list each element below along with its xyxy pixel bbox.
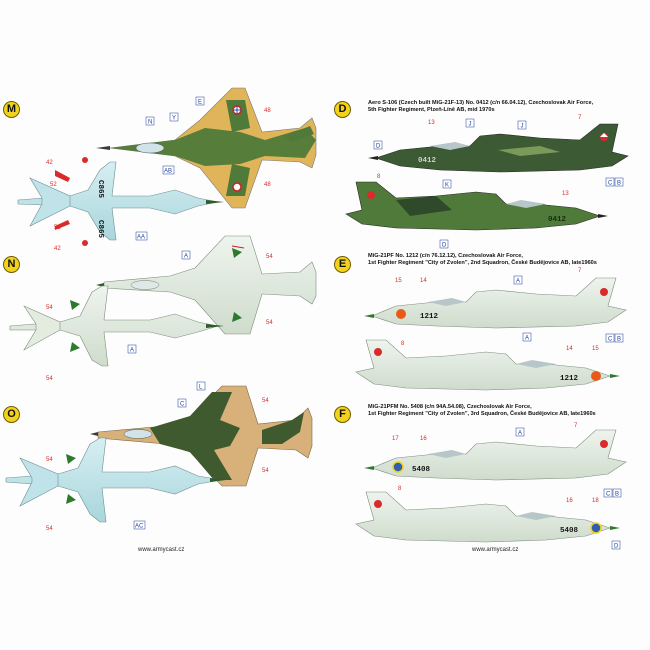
profile-d-side-view-1: 0412: [368, 123, 629, 173]
profile-badge-d: D: [334, 101, 351, 118]
svg-text:42: 42: [46, 160, 53, 166]
profile-badge-n: N: [3, 256, 20, 273]
svg-text:54: 54: [262, 398, 269, 404]
svg-text:L: L: [199, 385, 203, 391]
svg-text:17: 17: [392, 436, 399, 442]
svg-text:54: 54: [46, 457, 53, 463]
svg-text:54: 54: [46, 526, 53, 532]
svg-text:AB: AB: [164, 169, 172, 175]
serial-d2: 0412: [548, 216, 567, 224]
caption-e: MiG-21PF No. 1212 (c/n 76.12.12), Czecho…: [368, 253, 648, 267]
serial-d1: 0412: [418, 157, 437, 165]
caption-f: MiG-21PFM No. 5408 (c/n 94A.54.08), Czec…: [368, 404, 648, 418]
svg-text:B: B: [617, 337, 621, 343]
svg-text:A: A: [516, 279, 520, 285]
svg-text:7: 7: [578, 115, 582, 121]
svg-text:J: J: [521, 124, 524, 130]
serial-f2: 5408: [560, 527, 579, 535]
svg-text:16: 16: [420, 436, 427, 442]
svg-text:54: 54: [262, 468, 269, 474]
caption-f-subtitle: 1st Fighter Regiment "City of Zvolen", 3…: [368, 411, 596, 417]
svg-text:52: 52: [54, 225, 61, 231]
profile-badge-o: O: [3, 406, 20, 423]
svg-text:15: 15: [592, 346, 599, 352]
profile-e-side-view-1: 1212: [364, 277, 627, 329]
svg-text:AA: AA: [137, 235, 145, 241]
svg-text:18: 18: [592, 498, 599, 504]
profile-o-bottom-view: [5, 437, 226, 523]
serial-e1: 1212: [420, 313, 439, 321]
callouts: N E Y AB AA A A C L AC D J J K C B D A A…: [127, 96, 624, 550]
svg-text:7: 7: [578, 268, 582, 274]
svg-text:13: 13: [562, 191, 569, 197]
svg-text:C: C: [608, 337, 613, 343]
svg-text:D: D: [442, 243, 447, 249]
profile-f-side-view-2: 5408: [355, 491, 620, 543]
svg-text:E: E: [198, 100, 202, 106]
caption-d-title: Aero S-106 (Czech built MiG-21F-13) No. …: [368, 100, 594, 106]
svg-text:54: 54: [46, 305, 53, 311]
profile-e-side-view-2: 1212: [355, 339, 620, 391]
svg-text:Y: Y: [172, 116, 176, 122]
website-left[interactable]: www.armycast.cz: [138, 547, 185, 553]
profile-m-bottom-view: C865 C865: [17, 157, 224, 246]
profile-d-side-view-2: 0412: [345, 181, 608, 231]
svg-text:54: 54: [266, 320, 273, 326]
profile-o-top-view: [90, 385, 313, 487]
svg-text:C: C: [180, 402, 185, 408]
svg-text:A: A: [184, 254, 188, 260]
svg-text:A: A: [525, 336, 529, 342]
profile-badge-f: F: [334, 406, 351, 423]
svg-text:14: 14: [566, 346, 573, 352]
website-right[interactable]: www.armycast.cz: [472, 547, 519, 553]
caption-f-title: MiG-21PFM No. 5408 (c/n 94A.54.08), Czec…: [368, 404, 532, 410]
svg-text:D: D: [614, 544, 619, 550]
svg-text:8: 8: [401, 341, 405, 347]
svg-text:15: 15: [395, 278, 402, 284]
profile-m-top-view: [96, 87, 317, 209]
profile-badge-m: M: [3, 101, 20, 118]
svg-text:48: 48: [264, 182, 271, 188]
caption-d-subtitle: 5th Fighter Regiment, Plzeň-Líně AB, mid…: [368, 107, 495, 113]
caption-e-subtitle: 1st Fighter Regiment "City of Zvolen", 2…: [368, 260, 597, 266]
svg-text:48: 48: [264, 108, 271, 114]
svg-text:8: 8: [377, 174, 381, 180]
svg-text:K: K: [445, 183, 449, 189]
profile-badge-e: E: [334, 256, 351, 273]
svg-text:AC: AC: [135, 524, 144, 530]
serial-f1: 5408: [412, 466, 431, 474]
caption-d: Aero S-106 (Czech built MiG-21F-13) No. …: [368, 100, 648, 114]
svg-text:14: 14: [420, 278, 427, 284]
svg-text:8: 8: [398, 486, 402, 492]
profile-n-top-view: [96, 235, 317, 335]
svg-text:A: A: [518, 431, 522, 437]
bottom-serial-1: C865: [96, 180, 104, 199]
svg-text:13: 13: [428, 120, 435, 126]
svg-text:16: 16: [566, 498, 573, 504]
svg-text:J: J: [469, 122, 472, 128]
svg-text:52: 52: [50, 182, 57, 188]
profile-f-side-view-1: 5408: [364, 429, 627, 481]
svg-text:42: 42: [54, 246, 61, 252]
svg-text:B: B: [617, 181, 621, 187]
svg-text:C: C: [606, 492, 611, 498]
svg-text:N: N: [148, 120, 152, 126]
serial-e2: 1212: [560, 375, 579, 383]
svg-text:A: A: [130, 348, 134, 354]
caption-e-title: MiG-21PF No. 1212 (c/n 76.12.12), Czecho…: [368, 253, 523, 259]
reference-numbers: 48 48 42 52 52 42 54 54 54 54 54 54 54 5…: [46, 108, 599, 532]
svg-text:C: C: [608, 181, 613, 187]
svg-text:B: B: [615, 492, 619, 498]
svg-text:D: D: [376, 144, 381, 150]
svg-text:54: 54: [266, 254, 273, 260]
profile-n-bottom-view: [9, 285, 224, 367]
bottom-serial-2: C865: [96, 220, 104, 239]
svg-text:54: 54: [46, 376, 53, 382]
svg-text:7: 7: [574, 423, 578, 429]
